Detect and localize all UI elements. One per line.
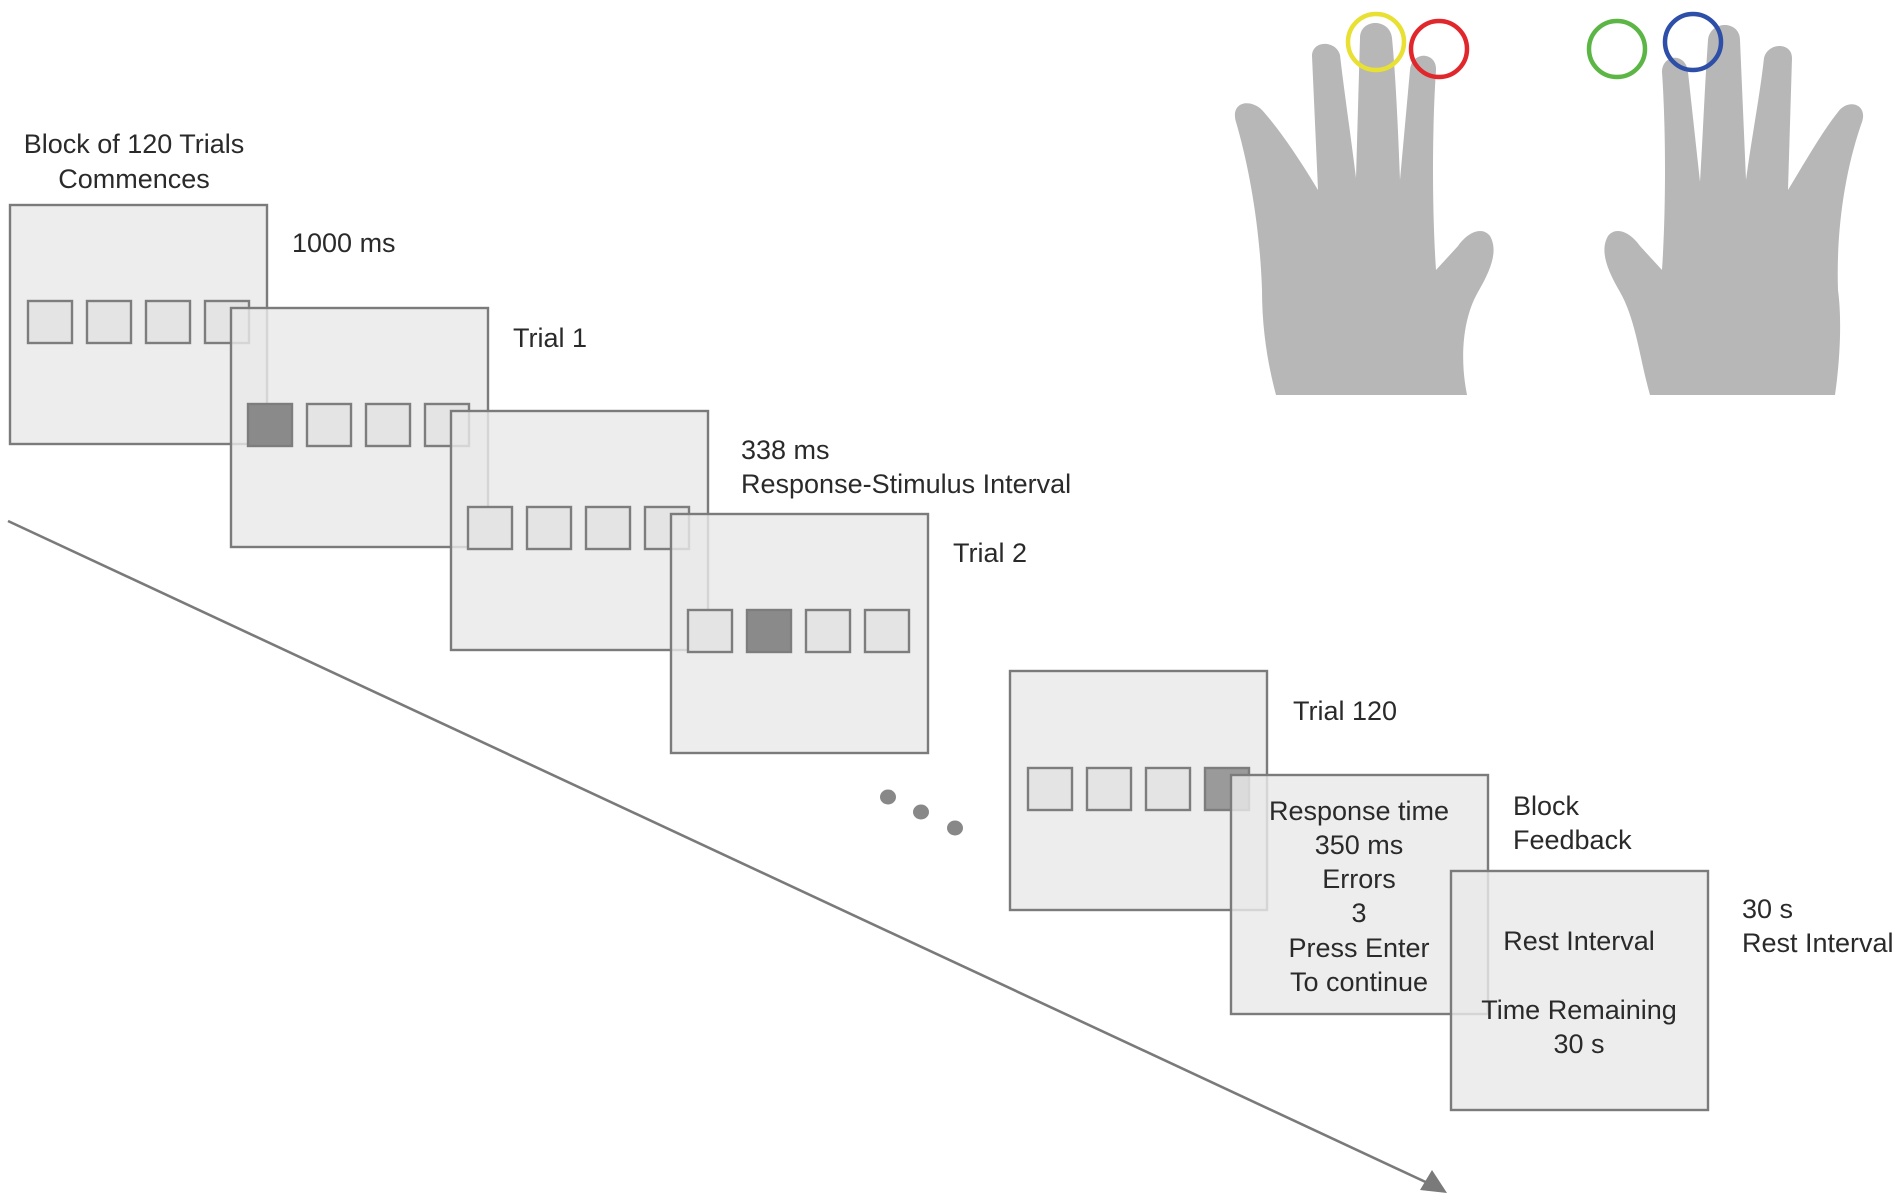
feedback-line-4: 3 [1351,898,1366,928]
stimulus-box-4 [863,608,911,654]
green-ring-icon [1586,18,1648,80]
rest-duration-label: 30 s [1742,894,1793,924]
stimulus-box-3 [1144,766,1192,812]
stimulus-box-1 [686,608,734,654]
trial-2-label: Trial 2 [953,538,1027,568]
rest-label: Rest Interval [1742,928,1894,958]
ellipsis-dots [880,789,963,836]
feedback-label-line-2: Feedback [1513,825,1632,855]
rest-screen-title: Rest Interval [1503,926,1655,956]
rsi-label: Response-Stimulus Interval [741,469,1071,499]
right-hand-icon [1604,25,1864,395]
stimulus-box-3 [584,505,632,551]
stimulus-box-3 [804,608,852,654]
feedback-line-1: Response time [1269,796,1449,826]
block-title-line-1: Block of 120 Trials [24,129,245,159]
stimulus-box-2 [85,299,133,345]
red-ring-icon [1408,18,1470,80]
feedback-line-6: To continue [1290,967,1428,997]
feedback-screen: Response time 350 ms Errors 3 Press Ente… [1229,773,1490,1016]
annotation-labels: Block of 120 Trials Commences 1000 ms Tr… [24,129,1894,958]
trial-1-screen [229,306,490,549]
stimulus-box-3 [364,402,412,448]
stimulus-box-3 [144,299,192,345]
stimulus-box-1 [26,299,74,345]
rsi-screen [449,409,710,652]
stimulus-box-1 [1026,766,1074,812]
blue-ring-icon [1662,11,1724,73]
stimulus-box-2-active [745,608,793,654]
stimulus-box-1 [466,505,514,551]
stimulus-box-1-active [246,402,294,448]
trial-1-label: Trial 1 [513,323,587,353]
trial-2-screen [669,512,930,755]
finger-rings [1345,11,1724,80]
stimulus-box-2 [1085,766,1133,812]
rest-screen-remaining-value: 30 s [1553,1029,1604,1059]
stimulus-box-2 [525,505,573,551]
left-hand-icon [1234,23,1494,395]
timeline-arrow [7,519,1447,1193]
rest-screen-remaining-label: Time Remaining [1481,995,1677,1025]
rest-screen: Rest Interval Time Remaining 30 s [1449,869,1710,1112]
fixation-duration-label: 1000 ms [292,228,396,258]
feedback-line-2: 350 ms [1315,830,1404,860]
feedback-line-5: Press Enter [1288,933,1429,963]
rsi-duration-label: 338 ms [741,435,830,465]
feedback-line-3: Errors [1322,864,1396,894]
trial-120-label: Trial 120 [1293,696,1397,726]
trial-120-screen [1008,669,1269,912]
yellow-ring-icon [1345,11,1407,73]
stimulus-box-2 [305,402,353,448]
block-title-line-2: Commences [58,164,210,194]
feedback-label-line-1: Block [1513,791,1580,821]
fixation-screen [8,203,269,446]
